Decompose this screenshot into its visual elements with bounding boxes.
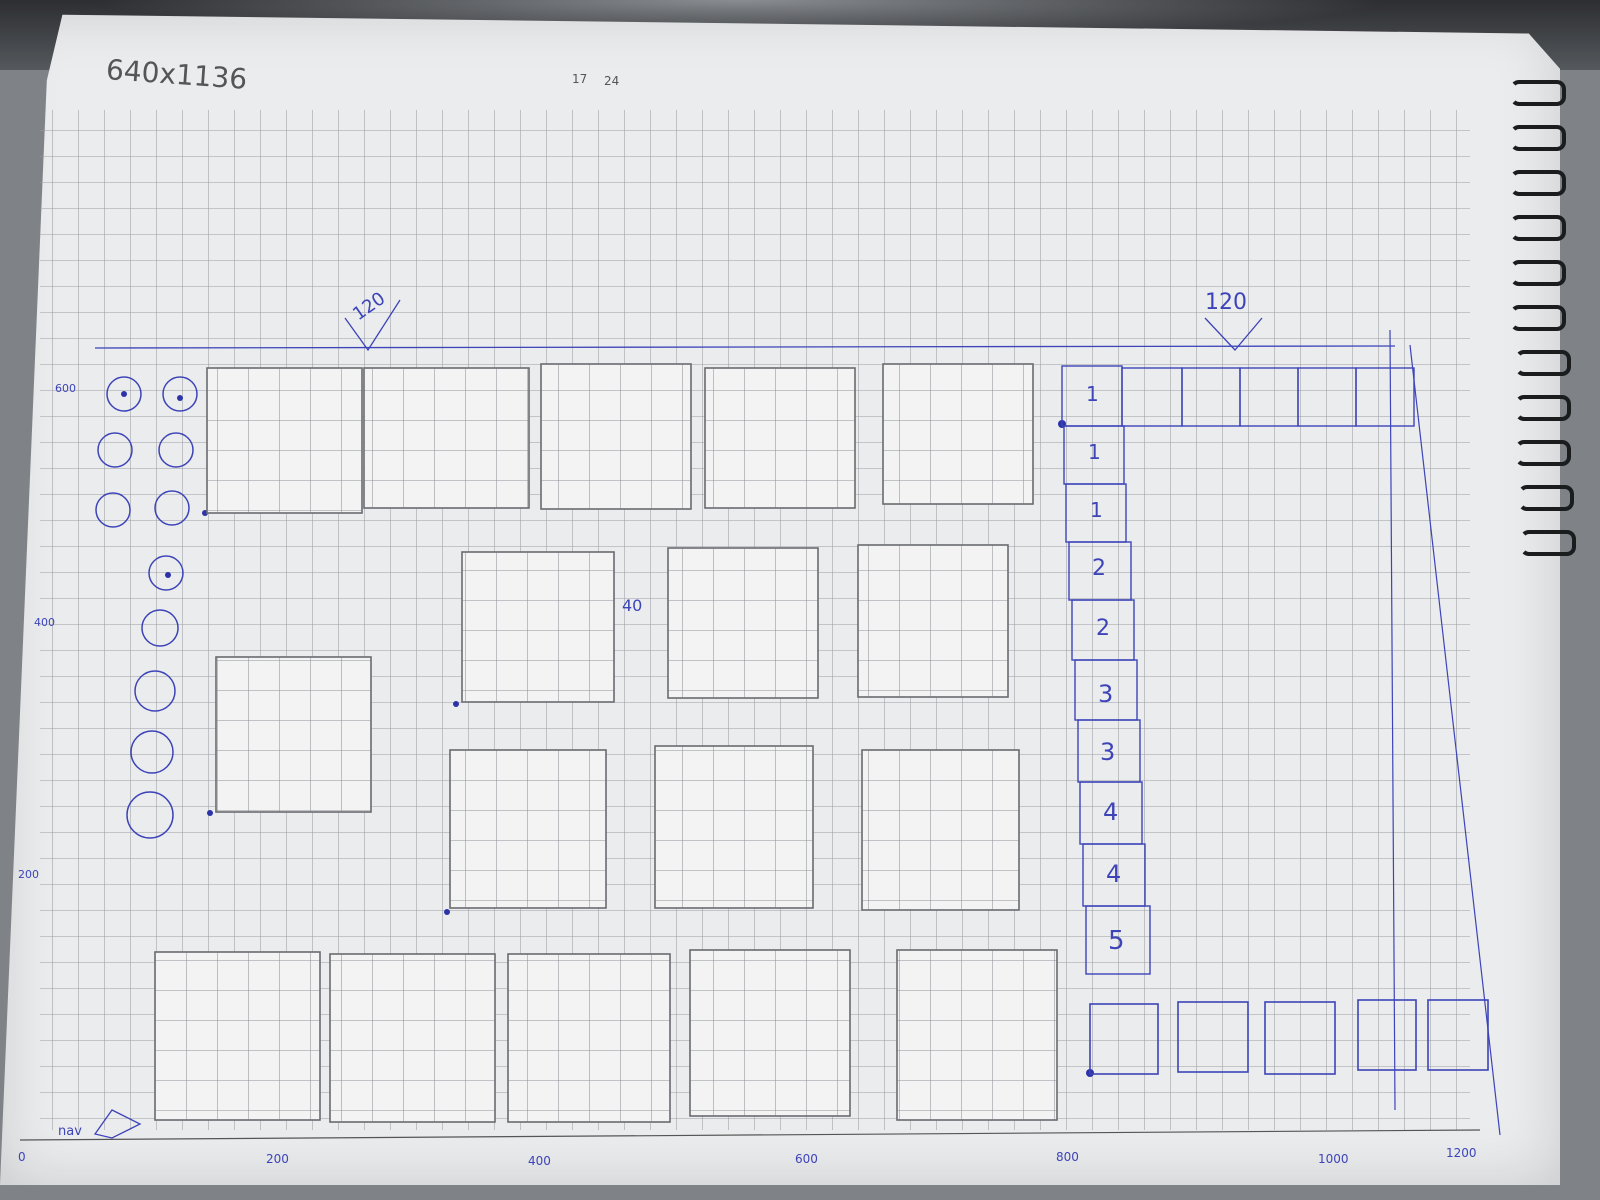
ink-dot: [207, 810, 213, 816]
sidebar-number: 3: [1100, 738, 1116, 766]
card-grid-lines: [882, 363, 1034, 505]
callout-label-right: 120: [1205, 290, 1247, 315]
circle-icon: [141, 609, 179, 647]
ink-dot: [453, 701, 459, 707]
ink-dot: [121, 391, 127, 397]
binding-ring: [1515, 440, 1571, 466]
card-grid-lines: [861, 749, 1020, 911]
tab-box: [1264, 1001, 1336, 1075]
card-grid-lines: [654, 745, 814, 909]
thumbnail-cards: [154, 363, 1058, 1123]
binding-ring: [1510, 305, 1566, 331]
circle-icon: [158, 432, 194, 468]
axis-label-600b: 600: [795, 1152, 818, 1166]
x-axis-line: [19, 1129, 1481, 1141]
sidebar-number: 1: [1090, 498, 1103, 522]
sidebar-number: 3: [1098, 680, 1114, 708]
card-grid-lines: [206, 367, 363, 514]
card-grid-lines: [896, 949, 1058, 1121]
nav-note: nav: [58, 1124, 82, 1139]
ink-dot: [165, 572, 171, 578]
top-bar-box: [1355, 367, 1415, 427]
callout-arrow-right: [1204, 317, 1263, 351]
sidebar-number: 4: [1103, 798, 1119, 826]
circle-icon: [97, 432, 133, 468]
circle-icon: [106, 376, 142, 412]
card-grid-lines: [857, 544, 1009, 698]
ink-dot: [177, 395, 183, 401]
card-grid-lines: [704, 367, 856, 509]
binding-ring: [1518, 485, 1574, 511]
circle-icon: [162, 376, 198, 412]
mid-label: 40: [622, 596, 643, 615]
binding-ring: [1510, 170, 1566, 196]
ink-dot: [444, 909, 450, 915]
axis-label-200: 200: [18, 868, 39, 881]
tab-box: [1177, 1001, 1249, 1073]
sidebar-number: 4: [1106, 860, 1122, 888]
binding-ring: [1510, 260, 1566, 286]
sidebar-number: 1: [1088, 440, 1101, 464]
bottom-tab-boxes: [1089, 999, 1489, 1075]
sidebar-number: 5: [1108, 926, 1125, 956]
card-grid-lines: [667, 547, 819, 699]
axis-label-200b: 200: [266, 1152, 289, 1166]
axis-label-0: 0: [18, 1150, 26, 1164]
card-grid-lines: [461, 551, 615, 703]
header-number-a: 17: [572, 72, 588, 86]
binding-ring: [1520, 530, 1576, 556]
axis-label-1000b: 1000: [1318, 1152, 1349, 1166]
binding-ring: [1510, 80, 1566, 106]
axis-label-400b: 400: [528, 1154, 551, 1168]
card-grid-lines: [507, 953, 671, 1123]
axis-label-800b: 800: [1056, 1150, 1079, 1164]
card-grid-lines: [689, 949, 851, 1117]
card-grid-lines: [215, 656, 372, 813]
callout-arrow-top: [344, 299, 401, 352]
right-outer-guideline: [1409, 344, 1501, 1136]
icon-circles: [95, 376, 198, 839]
card-grid-lines: [540, 363, 692, 510]
tab-box: [1357, 999, 1417, 1071]
card-grid-lines: [329, 953, 496, 1123]
right-guideline: [1389, 329, 1396, 1111]
tab-box: [1427, 999, 1489, 1071]
axis-label-600: 600: [55, 382, 76, 395]
sidebar-box: [1085, 905, 1151, 975]
binding-ring: [1515, 395, 1571, 421]
circle-icon: [126, 791, 174, 839]
circle-icon: [148, 555, 184, 591]
axis-label-400: 400: [34, 616, 55, 629]
nav-arrow: [93, 1109, 142, 1139]
header-guideline: [94, 345, 1396, 349]
sidebar-number: 2: [1092, 556, 1106, 581]
binding-ring: [1510, 215, 1566, 241]
circle-icon: [154, 490, 190, 526]
binding-ring: [1515, 350, 1571, 376]
card-grid-lines: [363, 367, 530, 509]
card-grid-lines: [449, 749, 607, 909]
tab-box: [1089, 1003, 1159, 1075]
sidebar-number: 2: [1096, 616, 1110, 641]
card-grid-lines: [154, 951, 321, 1121]
binding-ring: [1510, 125, 1566, 151]
sidebar-number: 1: [1086, 382, 1099, 406]
circle-icon: [130, 730, 174, 774]
top-bar-boxes: [1121, 367, 1415, 427]
circle-icon: [134, 670, 176, 712]
header-number-b: 24: [604, 74, 620, 88]
axis-label-1200b: 1200: [1446, 1146, 1477, 1160]
circle-icon: [95, 492, 131, 528]
